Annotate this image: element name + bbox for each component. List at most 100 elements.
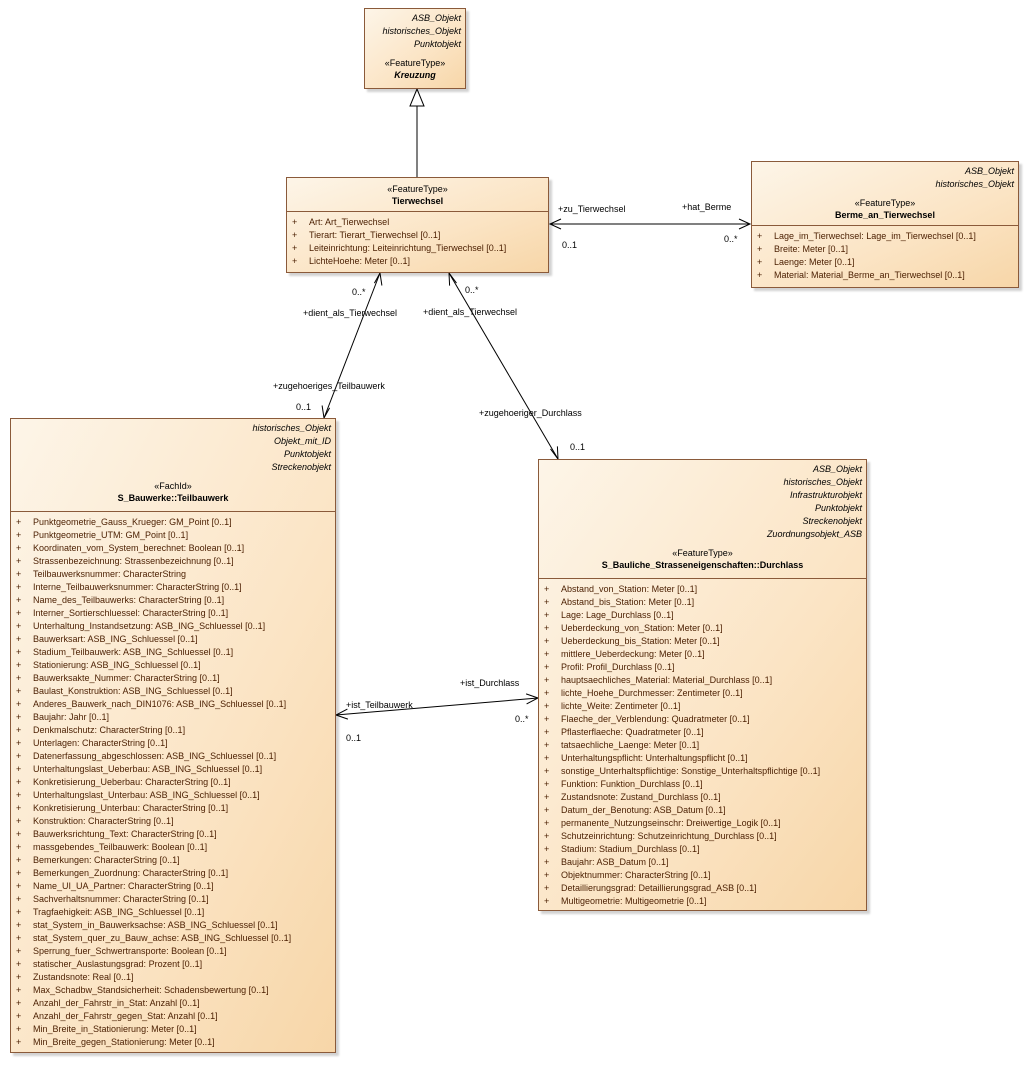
attribute-row[interactable]: +Punktgeometrie_UTM: GM_Point [0..1] bbox=[16, 529, 335, 542]
attribute-row[interactable]: +lichte_Hoehe_Durchmesser: Zentimeter [0… bbox=[544, 687, 866, 700]
class-durchlass[interactable]: ASB_Objekt historisches_Objekt Infrastru… bbox=[538, 459, 867, 911]
class-tierwechsel[interactable]: «FeatureType» Tierwechsel +Art: Art_Tier… bbox=[286, 177, 549, 273]
class-kreuzung[interactable]: ASB_Objekt historisches_Objekt Punktobje… bbox=[364, 8, 466, 89]
attribute-row[interactable]: +Strassenbezeichnung: Strassenbezeichnun… bbox=[16, 555, 335, 568]
attribute-row[interactable]: +Flaeche_der_Verblendung: Quadratmeter [… bbox=[544, 713, 866, 726]
attribute-row[interactable]: +Denkmalschutz: CharacterString [0..1] bbox=[16, 724, 335, 737]
attribute-row[interactable]: +Breite: Meter [0..1] bbox=[757, 243, 1018, 256]
association-line-teilbauwerk-durchlass[interactable] bbox=[335, 697, 539, 716]
attribute-row[interactable]: +lichte_Weite: Zentimeter [0..1] bbox=[544, 700, 866, 713]
attribute-row[interactable]: +Bauwerksrichtung_Text: CharacterString … bbox=[16, 828, 335, 841]
attribute-row[interactable]: +Baulast_Konstruktion: ASB_ING_Schluesse… bbox=[16, 685, 335, 698]
attribute-row[interactable]: +Baujahr: ASB_Datum [0..1] bbox=[544, 856, 866, 869]
attribute-text: Bauwerksart: ASB_ING_Schluessel [0..1] bbox=[33, 634, 198, 644]
attribute-row[interactable]: +massgebendes_Teilbauwerk: Boolean [0..1… bbox=[16, 841, 335, 854]
visibility-marker: + bbox=[16, 959, 22, 969]
attribute-row[interactable]: +Art: Art_Tierwechsel bbox=[292, 216, 548, 229]
class-stereotype: «FeatureType» bbox=[387, 184, 448, 194]
role-label: +hat_Berme bbox=[682, 202, 732, 212]
attribute-row[interactable]: +Laenge: Meter [0..1] bbox=[757, 256, 1018, 269]
attribute-row[interactable]: +Unterhaltungspflicht: Unterhaltungspfli… bbox=[544, 752, 866, 765]
visibility-marker: + bbox=[16, 660, 22, 670]
attribute-row[interactable]: +Tragfaehigkeit: ASB_ING_Schluessel [0..… bbox=[16, 906, 335, 919]
attribute-row[interactable]: +tatsaechliche_Laenge: Meter [0..1] bbox=[544, 739, 866, 752]
attribute-row[interactable]: +Bemerkungen_Zuordnung: CharacterString … bbox=[16, 867, 335, 880]
attribute-row[interactable]: +Min_Breite_gegen_Stationierung: Meter [… bbox=[16, 1036, 335, 1049]
attribute-row[interactable]: +Funktion: Funktion_Durchlass [0..1] bbox=[544, 778, 866, 791]
attribute-row[interactable]: +Ueberdeckung_von_Station: Meter [0..1] bbox=[544, 622, 866, 635]
attribute-row[interactable]: +Leiteinrichtung: Leiteinrichtung_Tierwe… bbox=[292, 242, 548, 255]
attribute-text: Breite: Meter [0..1] bbox=[774, 244, 849, 254]
visibility-marker: + bbox=[16, 907, 22, 917]
attribute-row[interactable]: +Datum_der_Benotung: ASB_Datum [0..1] bbox=[544, 804, 866, 817]
attribute-text: Laenge: Meter [0..1] bbox=[774, 257, 855, 267]
attribute-row[interactable]: +Zustandsnote: Zustand_Durchlass [0..1] bbox=[544, 791, 866, 804]
attribute-row[interactable]: +Konkretisierung_Unterbau: CharacterStri… bbox=[16, 802, 335, 815]
attribute-row[interactable]: +permanente_Nutzungseinschr: Dreiwertige… bbox=[544, 817, 866, 830]
attribute-row[interactable]: +Anderes_Bauwerk_nach_DIN1076: ASB_ING_S… bbox=[16, 698, 335, 711]
attribute-row[interactable]: +Detaillierungsgrad: Detaillierungsgrad_… bbox=[544, 882, 866, 895]
visibility-marker: + bbox=[544, 831, 550, 841]
attribute-row[interactable]: +Max_Schadbw_Standsicherheit: Schadensbe… bbox=[16, 984, 335, 997]
attribute-row[interactable]: +Konkretisierung_Ueberbau: CharacterStri… bbox=[16, 776, 335, 789]
attribute-row[interactable]: +Profil: Profil_Durchlass [0..1] bbox=[544, 661, 866, 674]
attribute-row[interactable]: +Material: Material_Berme_an_Tierwechsel… bbox=[757, 269, 1018, 282]
attribute-row[interactable]: +Anzahl_der_Fahrstr_gegen_Stat: Anzahl [… bbox=[16, 1010, 335, 1023]
attribute-row[interactable]: +hauptsaechliches_Material: Material_Dur… bbox=[544, 674, 866, 687]
visibility-marker: + bbox=[16, 1024, 22, 1034]
attribute-row[interactable]: +Pflasterflaeche: Quadratmeter [0..1] bbox=[544, 726, 866, 739]
attribute-row[interactable]: +Multigeometrie: Multigeometrie [0..1] bbox=[544, 895, 866, 908]
attribute-row[interactable]: +stat_System_quer_zu_Bauw_achse: ASB_ING… bbox=[16, 932, 335, 945]
visibility-marker: + bbox=[544, 844, 550, 854]
class-berme-an-tierwechsel[interactable]: ASB_Objekt historisches_Objekt «FeatureT… bbox=[751, 161, 1019, 288]
attribute-row[interactable]: +Konstruktion: CharacterString [0..1] bbox=[16, 815, 335, 828]
attribute-row[interactable]: +Schutzeinrichtung: Schutzeinrichtung_Du… bbox=[544, 830, 866, 843]
attribute-row[interactable]: +statischer_Auslastungsgrad: Prozent [0.… bbox=[16, 958, 335, 971]
attribute-row[interactable]: +Bauwerksart: ASB_ING_Schluessel [0..1] bbox=[16, 633, 335, 646]
attribute-row[interactable]: +Zustandsnote: Real [0..1] bbox=[16, 971, 335, 984]
attribute-row[interactable]: +Tierart: Tierart_Tierwechsel [0..1] bbox=[292, 229, 548, 242]
attribute-row[interactable]: +Interner_Sortierschluessel: CharacterSt… bbox=[16, 607, 335, 620]
attribute-row[interactable]: +stat_System_in_Bauwerksachse: ASB_ING_S… bbox=[16, 919, 335, 932]
attribute-row[interactable]: +Unterhaltungslast_Unterbau: ASB_ING_Sch… bbox=[16, 789, 335, 802]
attribute-row[interactable]: +Datenerfassung_abgeschlossen: ASB_ING_S… bbox=[16, 750, 335, 763]
attribute-row[interactable]: +Bauwerksakte_Nummer: CharacterString [0… bbox=[16, 672, 335, 685]
attribute-row[interactable]: + Ueberdeckung_bis_Station: Meter [0..1] bbox=[544, 635, 866, 648]
attribute-row[interactable]: +LichteHoehe: Meter [0..1] bbox=[292, 255, 548, 268]
attribute-row[interactable]: +Unterhaltungslast_Ueberbau: ASB_ING_Sch… bbox=[16, 763, 335, 776]
visibility-marker: + bbox=[544, 649, 550, 659]
association-line-teilbauwerk[interactable] bbox=[323, 272, 381, 419]
stereotype-label: ASB_Objekt bbox=[411, 13, 461, 23]
attribute-text: Ueberdeckung_bis_Station: Meter [0..1] bbox=[561, 636, 720, 646]
attribute-row[interactable]: +Unterhaltung_Instandsetzung: ASB_ING_Sc… bbox=[16, 620, 335, 633]
attribute-row[interactable]: +Min_Breite_in_Stationierung: Meter [0..… bbox=[16, 1023, 335, 1036]
attribute-row[interactable]: +mittlere_Ueberdeckung: Meter [0..1] bbox=[544, 648, 866, 661]
attribute-row[interactable]: +Abstand_bis_Station: Meter [0..1] bbox=[544, 596, 866, 609]
association-line-durchlass[interactable] bbox=[448, 272, 559, 460]
attribute-row[interactable]: +sonstige_Unterhaltspflichtige: Sonstige… bbox=[544, 765, 866, 778]
attribute-row[interactable]: +Stationierung: ASB_ING_Schluessel [0..1… bbox=[16, 659, 335, 672]
attribute-row[interactable]: +Lage: Lage_Durchlass [0..1] bbox=[544, 609, 866, 622]
attribute-row[interactable]: +Sperrung_fuer_Schwertransporte: Boolean… bbox=[16, 945, 335, 958]
role-label: +zu_Tierwechsel bbox=[558, 204, 626, 214]
attribute-row[interactable]: +Koordinaten_vom_System_berechnet: Boole… bbox=[16, 542, 335, 555]
attribute-row[interactable]: +Anzahl_der_Fahrstr_in_Stat: Anzahl [0..… bbox=[16, 997, 335, 1010]
class-teilbauwerk[interactable]: historisches_Objekt Objekt_mit_ID Punkto… bbox=[10, 418, 336, 1053]
attribute-row[interactable]: +Name_UI_UA_Partner: CharacterString [0.… bbox=[16, 880, 335, 893]
attribute-row[interactable]: +Unterlagen: CharacterString [0..1] bbox=[16, 737, 335, 750]
attribute-row[interactable]: +Punktgeometrie_Gauss_Krueger: GM_Point … bbox=[16, 516, 335, 529]
attribute-row[interactable]: +Teilbauwerksnummer: CharacterString bbox=[16, 568, 335, 581]
attribute-row[interactable]: +Interne_Teilbauwerksnummer: CharacterSt… bbox=[16, 581, 335, 594]
attribute-row[interactable]: +Stadium_Teilbauwerk: ASB_ING_Schluessel… bbox=[16, 646, 335, 659]
attribute-row[interactable]: +Objektnummer: CharacterString [0..1] bbox=[544, 869, 866, 882]
attribute-row[interactable]: +Stadium: Stadium_Durchlass [0..1] bbox=[544, 843, 866, 856]
attribute-row[interactable]: +Abstand_von_Station: Meter [0..1] bbox=[544, 583, 866, 596]
attribute-row[interactable]: +Lage_im_Tierwechsel: Lage_im_Tierwechse… bbox=[757, 230, 1018, 243]
attribute-row[interactable]: +Baujahr: Jahr [0..1] bbox=[16, 711, 335, 724]
attribute-row[interactable]: +Name_des_Teilbauwerks: CharacterString … bbox=[16, 594, 335, 607]
attribute-text: Anderes_Bauwerk_nach_DIN1076: ASB_ING_Sc… bbox=[33, 699, 287, 709]
attribute-row[interactable]: +Sachverhaltsnummer: CharacterString [0.… bbox=[16, 893, 335, 906]
attribute-row[interactable]: +Bemerkungen: CharacterString [0..1] bbox=[16, 854, 335, 867]
attribute-text: lichte_Hoehe_Durchmesser: Zentimeter [0.… bbox=[561, 688, 743, 698]
visibility-marker: + bbox=[544, 636, 550, 646]
